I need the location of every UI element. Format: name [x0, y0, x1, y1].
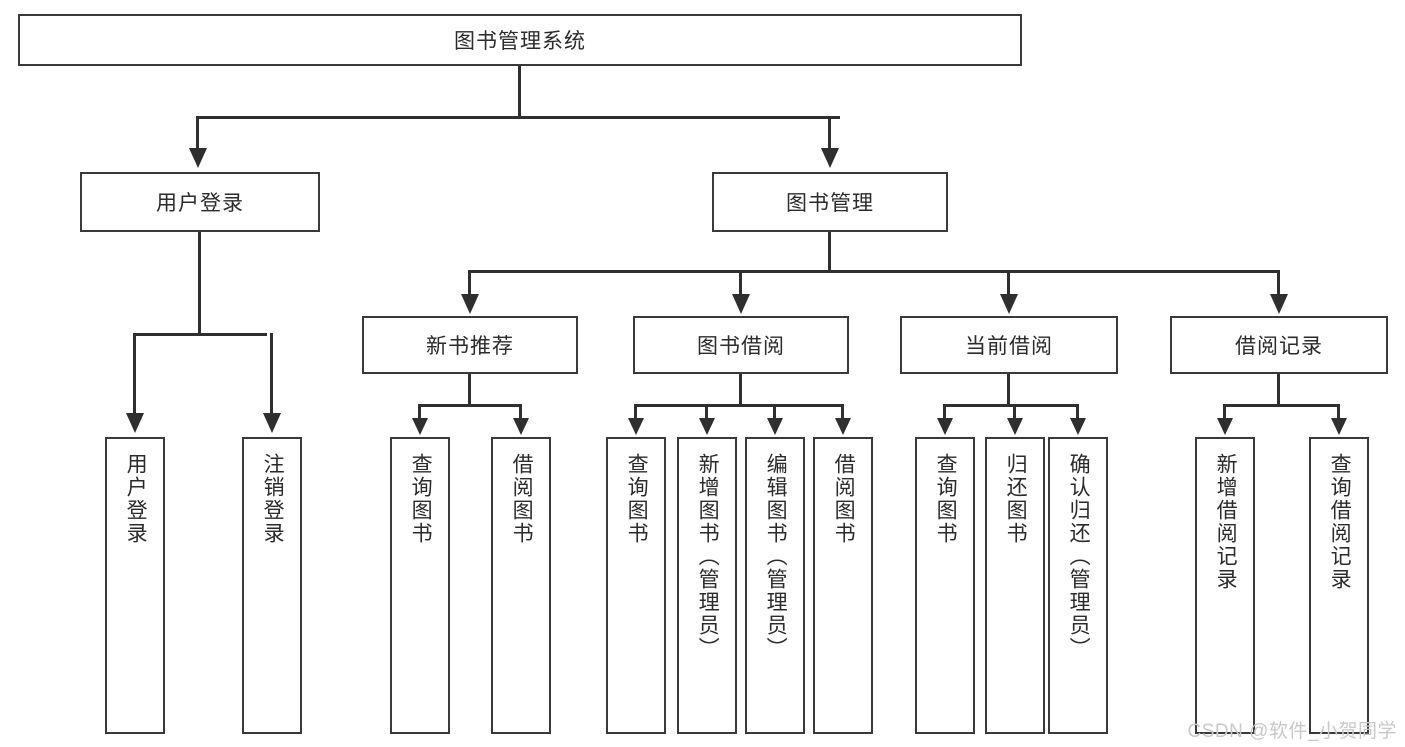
arrow-root-to-book-mgmt: [821, 148, 839, 168]
connector-user-login-left: [133, 333, 136, 415]
node-label: 新书推荐: [426, 335, 514, 358]
node-label: 归还图书: [1004, 453, 1028, 545]
node-book-borrow[interactable]: 图书借阅: [633, 316, 849, 374]
connector-book-mgmt-stem: [828, 232, 831, 272]
arrow-borrow-record-leaf-1: [1217, 418, 1233, 435]
connector-root-to-user-login: [196, 116, 199, 150]
arrow-user-login-leaf-2: [263, 413, 281, 433]
leaf-return-book[interactable]: 归还图书: [985, 437, 1045, 734]
connector-borrow-record-leaf-2: [1337, 404, 1340, 420]
connector-borrow-record-leaf-1: [1223, 404, 1226, 420]
arrow-book-borrow-leaf-3: [767, 418, 783, 435]
arrow-to-current-borrow: [1000, 294, 1018, 314]
leaf-query-borrow-record[interactable]: 查询借阅记录: [1309, 437, 1369, 734]
connector-new-book-leaf-1: [418, 404, 421, 420]
leaf-borrow-book-newbook[interactable]: 借阅图书: [491, 437, 551, 734]
node-label: 查询图书: [934, 453, 958, 545]
arrow-borrow-record-leaf-2: [1331, 418, 1347, 435]
node-label: 用户登录: [156, 192, 244, 215]
arrow-root-to-user-login: [189, 148, 207, 168]
connector-book-borrow-stem: [739, 374, 742, 406]
connector-borrow-record-stem: [1277, 374, 1280, 406]
node-current-borrow[interactable]: 当前借阅: [900, 316, 1118, 374]
node-root-system[interactable]: 图书管理系统: [18, 14, 1022, 66]
node-label: 注销登录: [261, 453, 285, 545]
arrow-book-borrow-leaf-2: [699, 418, 715, 435]
connector-current-borrow-stem: [1007, 374, 1010, 406]
leaf-borrow-book[interactable]: 借阅图书: [813, 437, 873, 734]
leaf-confirm-return-admin[interactable]: 确认归还（管理员）: [1048, 437, 1108, 734]
connector-current-borrow-leaf-3: [1076, 404, 1079, 420]
node-new-book-recommend[interactable]: 新书推荐: [362, 316, 578, 374]
node-label: 用户登录: [124, 453, 148, 545]
connector-to-book-borrow: [739, 270, 742, 296]
node-label: 图书借阅: [697, 335, 785, 358]
arrow-book-borrow-leaf-4: [835, 418, 851, 435]
connector-book-mgmt-bus: [468, 270, 1280, 273]
connector-current-borrow-bus: [943, 404, 1078, 407]
node-label: 借阅图书: [510, 453, 534, 545]
connector-book-borrow-leaf-4: [841, 404, 844, 420]
node-label: 编辑图书（管理员）: [764, 453, 788, 660]
arrow-current-borrow-leaf-1: [937, 418, 953, 435]
connector-to-borrow-record: [1277, 270, 1280, 296]
connector-new-book-bus: [418, 404, 522, 407]
node-borrow-record[interactable]: 借阅记录: [1170, 316, 1388, 374]
leaf-query-book-borrow[interactable]: 查询图书: [606, 437, 666, 734]
connector-new-book-stem: [468, 374, 471, 406]
leaf-add-borrow-record[interactable]: 新增借阅记录: [1195, 437, 1255, 734]
leaf-query-book-newbook[interactable]: 查询图书: [390, 437, 450, 734]
arrow-user-login-leaf-1: [126, 413, 144, 433]
arrow-to-new-book: [461, 294, 479, 314]
node-book-management[interactable]: 图书管理: [712, 172, 948, 232]
leaf-user-logout[interactable]: 注销登录: [242, 437, 302, 734]
node-label: 图书管理系统: [454, 30, 586, 53]
leaf-user-login[interactable]: 用户登录: [105, 437, 165, 734]
connector-to-new-book: [468, 270, 471, 296]
arrow-current-borrow-leaf-3: [1070, 418, 1086, 435]
connector-user-login-right: [270, 333, 273, 415]
connector-book-borrow-bus: [634, 404, 844, 407]
node-label: 新增图书（管理员）: [696, 453, 720, 660]
connector-book-borrow-leaf-1: [634, 404, 637, 420]
node-label: 借阅记录: [1235, 335, 1323, 358]
connector-book-borrow-leaf-2: [705, 404, 708, 420]
connector-current-borrow-leaf-1: [943, 404, 946, 420]
connector-root-to-book-mgmt: [828, 116, 831, 150]
leaf-add-book-admin[interactable]: 新增图书（管理员）: [677, 437, 737, 734]
leaf-query-book-current[interactable]: 查询图书: [915, 437, 975, 734]
node-label: 查询借阅记录: [1328, 453, 1352, 591]
connector-book-borrow-leaf-3: [773, 404, 776, 420]
connector-to-current-borrow: [1007, 270, 1010, 296]
node-label: 查询图书: [409, 453, 433, 545]
arrow-book-borrow-leaf-1: [628, 418, 644, 435]
node-label: 借阅图书: [832, 453, 856, 545]
node-label: 图书管理: [786, 192, 874, 215]
connector-user-login-bus: [133, 333, 267, 336]
arrow-new-book-leaf-2: [513, 418, 529, 435]
arrow-new-book-leaf-1: [412, 418, 428, 435]
connector-current-borrow-leaf-2: [1013, 404, 1016, 420]
node-user-login[interactable]: 用户登录: [80, 172, 320, 232]
connector-new-book-leaf-2: [519, 404, 522, 420]
leaf-edit-book-admin[interactable]: 编辑图书（管理员）: [745, 437, 805, 734]
arrow-to-book-borrow: [732, 294, 750, 314]
arrow-current-borrow-leaf-2: [1007, 418, 1023, 435]
node-label: 确认归还（管理员）: [1067, 453, 1091, 660]
arrow-to-borrow-record: [1270, 294, 1288, 314]
node-label: 当前借阅: [965, 335, 1053, 358]
node-label: 查询图书: [625, 453, 649, 545]
connector-root-bus: [196, 116, 840, 119]
connector-root-stem: [518, 66, 521, 118]
connector-borrow-record-bus: [1223, 404, 1339, 407]
csdn-watermark: CSDN @软件_小贺同学: [1187, 721, 1397, 742]
node-label: 新增借阅记录: [1214, 453, 1238, 591]
connector-user-login-stem: [198, 232, 201, 335]
